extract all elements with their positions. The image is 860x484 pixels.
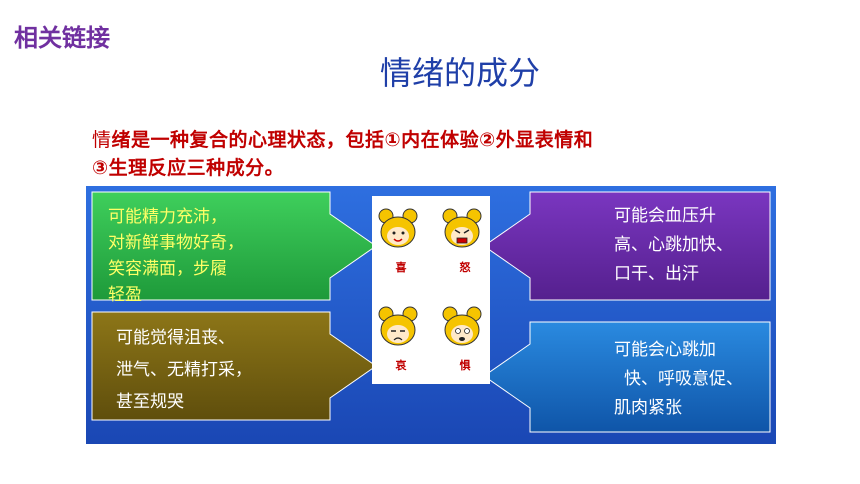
fear-line: 可能会心跳加 (614, 340, 716, 360)
anger-line: 口干、出汗 (614, 264, 699, 284)
joy-character-icon (378, 208, 418, 248)
anger-line: 高、心跳加快、 (614, 235, 733, 255)
sadness-line: 泄气、无精打采， (116, 360, 252, 380)
arrow-sadness (91, 311, 377, 421)
arrow-fear (483, 321, 771, 433)
joy-label: 喜 (396, 260, 407, 274)
sadness-line: 甚至规哭 (116, 392, 184, 412)
joy-line: 对新鲜事物好奇， (108, 233, 244, 253)
arrow-anger (483, 191, 771, 301)
page-title: 情绪的成分 (379, 54, 540, 92)
fear-line: 快、呼吸意促、 (624, 369, 743, 389)
intro-text: 情绪是一种复合的心理状态，包括①内在体验②外显表情和 ③生理反应三种成分。 (92, 126, 772, 182)
arrow-joy (91, 191, 377, 301)
sadness-character-icon (378, 306, 418, 346)
section-tag: 相关链接 (14, 24, 110, 52)
anger-character-icon (442, 208, 482, 248)
fear-line: 肌肉紧张 (614, 398, 682, 418)
sadness-label: 哀 (396, 358, 408, 372)
fear-character-icon (442, 306, 482, 346)
anger-label: 怒 (460, 260, 472, 274)
joy-line: 笑容满面，步履 (108, 259, 227, 279)
joy-description: 可能精力充沛， 对新鲜事物好奇， 笑容满面，步履 轻盈 (108, 204, 244, 308)
joy-line: 轻盈 (108, 285, 142, 305)
anger-description: 可能会血压升 高、心跳加快、 口干、出汗 (614, 202, 733, 289)
fear-label: 惧 (460, 358, 471, 372)
intro-first-char: 情 (92, 129, 112, 151)
anger-line: 可能会血压升 (614, 206, 716, 226)
intro-line2: ③生理反应三种成分。 (92, 157, 285, 179)
intro-line1: 绪是一种复合的心理状态，包括①内在体验②外显表情和 (111, 129, 594, 151)
joy-line: 可能精力充沛， (108, 207, 227, 227)
fear-description: 可能会心跳加 快、呼吸意促、 肌肉紧张 (614, 336, 743, 423)
sadness-line: 可能觉得沮丧、 (116, 328, 235, 348)
sadness-description: 可能觉得沮丧、 泄气、无精打采， 甚至规哭 (116, 322, 252, 418)
